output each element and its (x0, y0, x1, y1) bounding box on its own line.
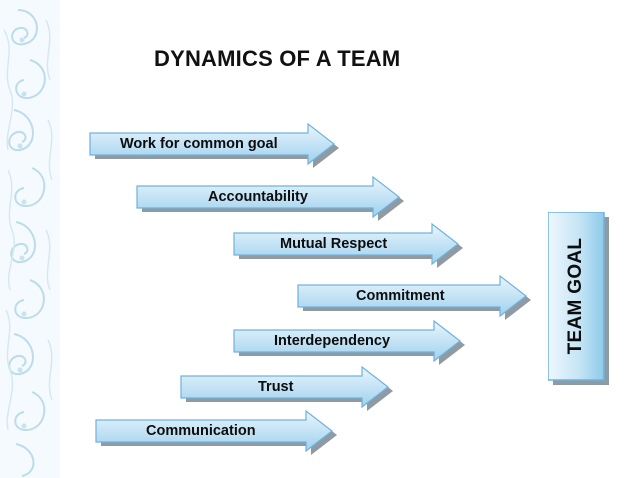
arrow-body (297, 274, 527, 318)
arrow-label: Trust (258, 379, 294, 395)
arrow-work-for-common-goal: Work for common goal (89, 122, 339, 168)
arrow-body (233, 319, 461, 363)
arrow-commitment: Commitment (297, 274, 531, 320)
slide-title: DYNAMICS OF A TEAM (154, 46, 401, 71)
arrow-shape (95, 409, 337, 455)
arrow-label: Work for common goal (120, 136, 278, 152)
arrow-body (233, 222, 459, 266)
arrow-mutual-respect: Mutual Respect (233, 222, 463, 268)
arrow-interdependency: Interdependency (233, 319, 465, 365)
decorative-swirl-border (0, 0, 60, 478)
arrow-body (95, 409, 333, 453)
arrow-communication: Communication (95, 409, 337, 455)
team-goal-label: TEAM GOAL (565, 237, 586, 355)
arrow-shape (136, 175, 404, 221)
arrow-shape (89, 122, 339, 168)
arrow-body (136, 175, 400, 219)
arrow-trust: Trust (180, 365, 393, 411)
arrow-accountability: Accountability (136, 175, 404, 221)
arrow-label: Accountability (208, 189, 308, 205)
arrow-shape (233, 319, 465, 365)
arrow-label: Interdependency (274, 333, 391, 349)
arrow-body (180, 365, 389, 409)
arrow-label: Commitment (356, 288, 445, 304)
arrow-label: Communication (146, 423, 256, 439)
arrow-shape (233, 222, 463, 268)
arrow-label: Mutual Respect (280, 236, 388, 252)
arrow-shape (297, 274, 531, 320)
team-goal-box: TEAM GOAL (548, 212, 609, 385)
arrow-body (89, 122, 335, 166)
arrow-shape (180, 365, 393, 411)
